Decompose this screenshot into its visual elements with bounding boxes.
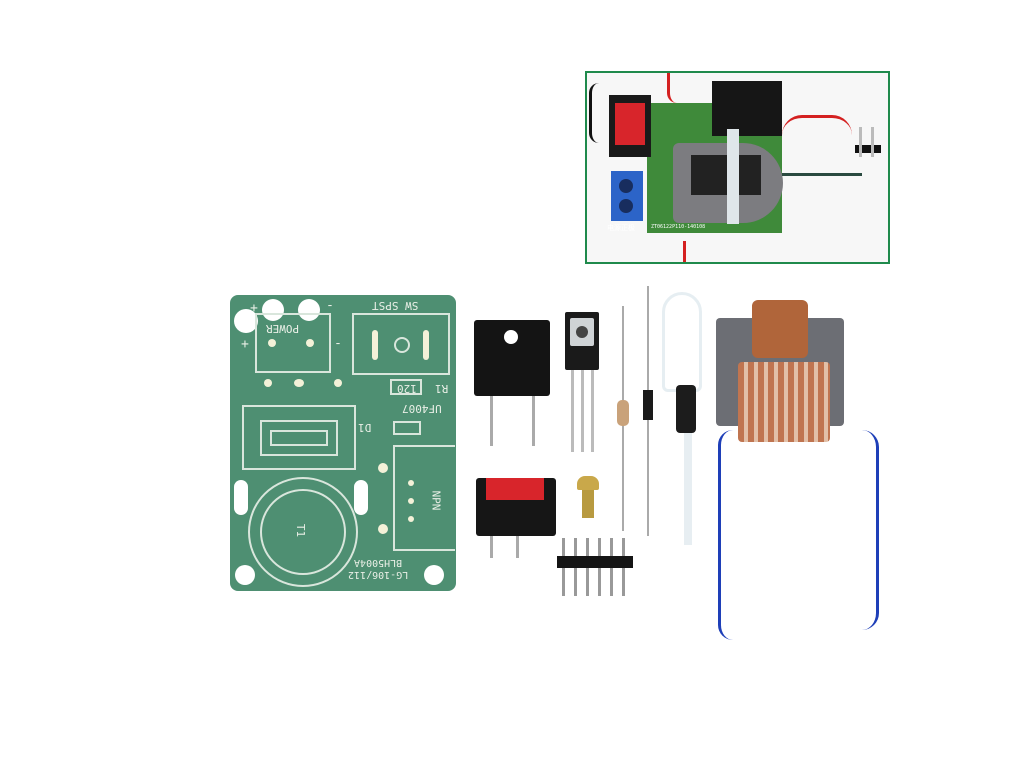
heatsink xyxy=(474,320,550,396)
diode-part-label: UF4007 xyxy=(402,402,442,415)
minus-sign: - xyxy=(326,298,334,313)
transformer-circle xyxy=(248,477,358,587)
t1-label: T1 xyxy=(294,523,308,538)
blue-hv-wire xyxy=(718,430,748,640)
assembled-board-photo: 电源正极 ZT06122P110-140108 xyxy=(585,71,890,264)
pin-header xyxy=(855,145,881,153)
board-text-cn: 电源正极 xyxy=(607,224,635,232)
plus-sign: + xyxy=(250,300,258,315)
brass-screw xyxy=(577,476,599,490)
coil-outline xyxy=(242,405,356,470)
cable-tie xyxy=(727,129,739,224)
sw-spst-label: SW SPST xyxy=(372,299,419,312)
power-label: POWER xyxy=(266,322,300,335)
resistor xyxy=(617,400,629,426)
primary-coil xyxy=(752,300,808,358)
cable-tie-tail xyxy=(684,433,692,545)
terminal-block xyxy=(611,171,643,221)
black-wire xyxy=(589,83,609,143)
model-label: LG-106/112 xyxy=(348,569,409,580)
hv-wire-dark xyxy=(782,173,862,176)
r1-value: 120 xyxy=(397,382,417,395)
secondary-coil xyxy=(738,362,830,442)
npn-label: NPN xyxy=(429,490,443,511)
part-code: BLH5004A xyxy=(354,557,403,568)
rocker-switch xyxy=(609,95,651,157)
switch-outline xyxy=(352,313,450,375)
d1-label: D1 xyxy=(358,421,372,434)
red-wire xyxy=(667,73,687,103)
diode xyxy=(643,390,653,420)
d1-outline xyxy=(393,421,421,435)
npn-transistor xyxy=(565,312,599,370)
r1-label: R1 xyxy=(435,382,449,395)
ferrite-bead xyxy=(676,385,696,433)
power-outline xyxy=(255,313,331,373)
cable-tie xyxy=(662,292,702,392)
minus-sign: - xyxy=(334,336,342,351)
mount-hole xyxy=(234,309,258,333)
r1-outline xyxy=(390,379,422,395)
board-code: ZT06122P110-140108 xyxy=(651,224,706,230)
heatsink xyxy=(712,81,782,136)
plus-sign: + xyxy=(241,336,249,351)
blue-hv-wire xyxy=(845,430,879,630)
npn-outline xyxy=(393,445,455,551)
bare-pcb: SW SPST POWER + + - - 120 R1 UF4007 D1 N… xyxy=(230,295,456,591)
pin-header xyxy=(557,556,633,568)
rocker-switch xyxy=(476,478,556,536)
hv-wire-red xyxy=(782,115,852,155)
